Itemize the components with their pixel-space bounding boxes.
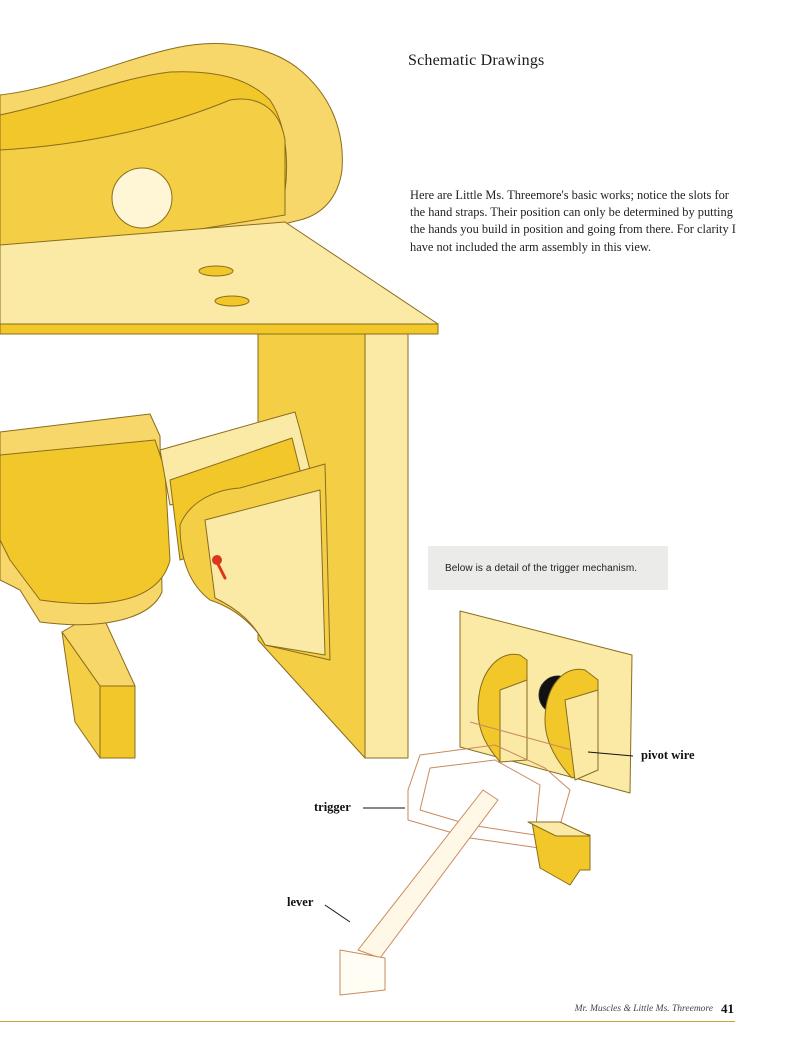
body-upright — [0, 43, 343, 263]
label-pivot-wire: pivot wire — [641, 748, 695, 762]
platform — [0, 221, 439, 335]
page-number: 41 — [721, 1001, 734, 1016]
running-footer: Mr. Muscles & Little Ms. Threemore — [574, 1004, 713, 1014]
footer-rule — [0, 1021, 735, 1022]
detail-callout: Below is a detail of the trigger mechani… — [428, 546, 668, 590]
red-pivot-pin — [212, 555, 227, 580]
trigger-detail — [339, 610, 633, 996]
hand-assembly — [0, 411, 331, 661]
label-trigger: trigger — [314, 800, 351, 814]
label-lever: lever — [287, 895, 314, 909]
leader-lines — [324, 751, 634, 923]
back-leg — [61, 609, 136, 759]
page-heading: Schematic Drawings — [408, 52, 545, 69]
intro-paragraph: Here are Little Ms. Threemore's basic wo… — [410, 188, 736, 254]
